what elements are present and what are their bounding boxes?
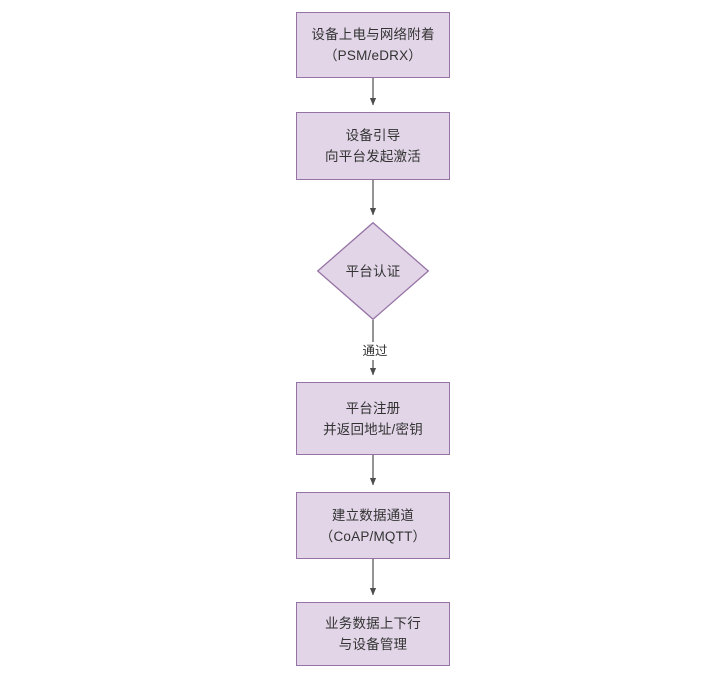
node-device-power-on[interactable]: 设备上电与网络附着 （PSM/eDRX） <box>296 12 450 78</box>
node-label: 业务数据上下行 与设备管理 <box>325 616 421 652</box>
node-platform-authentication[interactable]: 平台认证 <box>317 222 429 320</box>
node-label: 建立数据通道 （CoAP/MQTT） <box>319 507 427 544</box>
node-platform-registration[interactable]: 平台注册 并返回地址/密钥 <box>296 382 450 455</box>
node-label: 设备上电与网络附着 （PSM/eDRX） <box>311 27 435 63</box>
node-label: 平台认证 <box>345 263 401 279</box>
edge-label-pass: 通过 <box>352 342 398 360</box>
node-device-bootstrap[interactable]: 设备引导 向平台发起激活 <box>296 112 450 180</box>
node-business-data-and-device-management[interactable]: 业务数据上下行 与设备管理 <box>296 602 450 666</box>
diamond-shape <box>317 222 429 320</box>
node-label: 设备引导 向平台发起激活 <box>325 128 421 164</box>
node-label: 平台注册 并返回地址/密钥 <box>323 400 423 437</box>
node-establish-data-channel[interactable]: 建立数据通道 （CoAP/MQTT） <box>296 492 450 559</box>
